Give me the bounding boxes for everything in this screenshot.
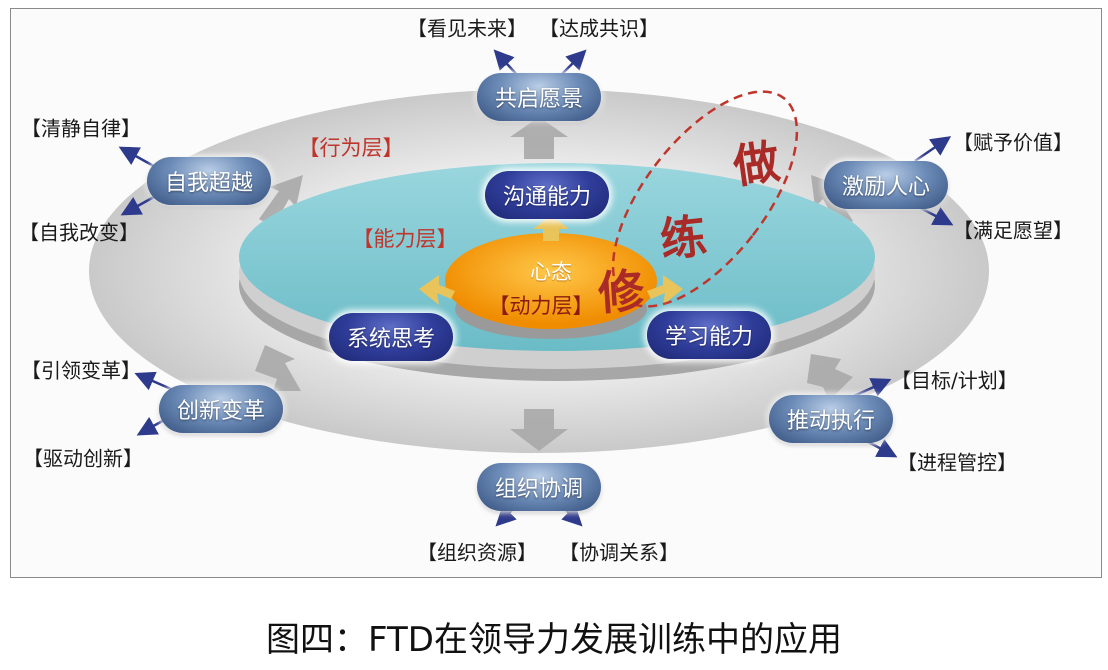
ring-arrow-bottom: [510, 409, 568, 451]
core-arrow-left: [419, 275, 455, 305]
tag-lead-change: 【引领变革】: [21, 358, 141, 383]
node-organize-coordinate: 组织协调: [476, 463, 602, 511]
tag-reach-consensus: 【达成共识】: [539, 16, 659, 41]
tag-arrow-lower-left-1: [134, 371, 172, 391]
practice-char-train: 练: [657, 208, 710, 268]
ring-arrow-lower-right: [807, 354, 853, 401]
practice-dashed-ellipse: [611, 90, 799, 308]
core-arrow-right: [647, 275, 683, 305]
tag-arrow-right-1: [914, 136, 952, 163]
practice-char-cultivate: 修: [596, 263, 647, 321]
node-shared-vision: 共启愿景: [476, 73, 602, 121]
tag-coordinate-relations: 【协调关系】: [559, 540, 679, 565]
core-arrow-up: [533, 215, 569, 241]
core-ellipse: [445, 233, 657, 329]
tag-satisfy-desire: 【满足愿望】: [953, 218, 1073, 243]
node-innovate-change: 创新变革: [158, 385, 284, 433]
tag-calm-self-discipline: 【清静自律】: [21, 116, 141, 141]
node-drive-execution: 推动执行: [768, 395, 894, 443]
tag-drive-innovation: 【驱动创新】: [23, 446, 143, 471]
tag-goal-plan: 【目标/计划】: [891, 368, 1018, 393]
ring-arrow-top: [510, 117, 568, 159]
practice-char-do: 做: [729, 134, 783, 194]
diagram-frame: 心态 【动力层】 【行为层】 【能力层】 共启愿景 激励人心 推动执行 组织协调…: [10, 8, 1102, 578]
node-self-transcendence: 自我超越: [146, 157, 272, 205]
node-communication: 沟通能力: [484, 171, 610, 219]
core-label-mindset: 心态: [530, 260, 572, 284]
layer-label-ability: 【能力层】: [352, 227, 458, 251]
core-arrows: [419, 215, 683, 305]
node-learning: 学习能力: [646, 311, 772, 359]
node-inspire-hearts: 激励人心: [823, 161, 949, 209]
ring-arrow-lower-left: [255, 345, 301, 391]
core-label-drive-layer: 【动力层】: [488, 294, 594, 318]
tag-progress-control: 【进程管控】: [897, 450, 1017, 475]
node-systems-thinking: 系统思考: [328, 313, 454, 361]
tag-self-change: 【自我改变】: [19, 220, 139, 245]
ring-arrow-left: [259, 175, 303, 227]
layer-label-behavior: 【行为层】: [298, 136, 404, 160]
tag-give-value: 【赋予价值】: [953, 130, 1073, 155]
figure-caption: 图四：FTD在领导力发展训练中的应用: [266, 620, 842, 660]
tag-see-future: 【看见未来】: [407, 16, 527, 41]
tag-organize-resources: 【组织资源】: [417, 540, 537, 565]
